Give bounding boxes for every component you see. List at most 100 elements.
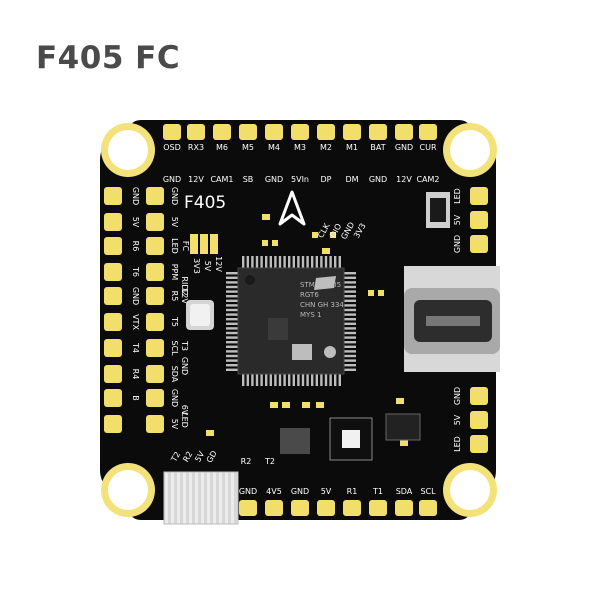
page-title: F405 FC: [36, 40, 181, 76]
solder-pad: [104, 339, 122, 357]
boot-button-icon[interactable]: [426, 192, 450, 228]
mcu-pin: [265, 256, 268, 268]
mcu-pin: [265, 374, 268, 386]
mcu-pin: [226, 308, 238, 312]
pad-label: M1: [346, 143, 358, 152]
solder-pad: [104, 287, 122, 305]
solder-pad: [265, 500, 283, 516]
top-pad-labels: OSDGNDRX312VM6CAM1M5SBM4GNDM35VInM2DPM1D…: [163, 143, 440, 184]
pad-label: GND: [180, 357, 189, 375]
mcu-pin: [344, 322, 356, 325]
mcu-pin: [226, 354, 238, 358]
mcu-pin: [315, 374, 318, 386]
top-pad-row: [163, 124, 437, 140]
solder-pad: [369, 124, 387, 140]
solder-pad: [343, 500, 361, 516]
mcu-pin: [226, 276, 238, 279]
pad-label: GND: [453, 235, 462, 253]
mcu-pin: [226, 368, 238, 371]
mcu-pin: [344, 299, 356, 302]
mcu-pin: [344, 276, 356, 279]
mcu-pin: [344, 285, 356, 289]
pad-label: LED: [453, 436, 462, 452]
pad-label: GND: [369, 175, 387, 184]
mcu-pin: [324, 256, 328, 268]
solder-pad: [146, 389, 164, 407]
mcu-pin: [344, 368, 356, 371]
mcu-pin: [255, 374, 259, 386]
mcu-pin: [301, 374, 305, 386]
mcu-pin: [292, 374, 295, 386]
pad-label: RID2: [180, 276, 189, 295]
mounting-hole-icon: [101, 123, 155, 177]
pad-label: SDA: [396, 487, 413, 496]
pad-label: R6: [131, 241, 140, 252]
pad-label: GND: [239, 487, 257, 496]
usb-c-port-icon[interactable]: [404, 266, 500, 372]
mcu-pin: [283, 256, 286, 268]
solder-pad: [470, 435, 488, 453]
right-pad-column: [470, 187, 488, 453]
pad-label: 5V: [131, 217, 140, 228]
pad-label: CAM1: [210, 175, 233, 184]
solder-pad: [470, 235, 488, 253]
mcu-pin: [274, 374, 277, 386]
pad-label: M5: [242, 143, 254, 152]
mcu-pin: [226, 336, 238, 339]
pad-label: LED: [180, 412, 189, 428]
pad-label: GND: [131, 287, 140, 305]
mcu-pin: [226, 290, 238, 293]
mcu-pin: [246, 256, 249, 268]
solder-pad: [470, 411, 488, 429]
solder-pad: [146, 237, 164, 255]
mcu-pin: [344, 364, 356, 367]
mcu-pin: [329, 374, 332, 386]
left-pad-columns: [104, 187, 164, 433]
mcu-pin: [226, 345, 238, 348]
pad-label: T3: [180, 340, 189, 351]
pad-label: GND: [163, 175, 181, 184]
solder-pad: [239, 124, 257, 140]
mounting-hole-icon: [101, 463, 155, 517]
solder-pad: [146, 213, 164, 231]
pad-label: R2: [241, 457, 252, 466]
mcu-pin: [311, 256, 314, 268]
pad-label: GND: [265, 175, 283, 184]
mcu-pin: [344, 345, 356, 348]
pad-label: 5V: [170, 419, 179, 430]
jst-connector: [163, 471, 239, 525]
pad-label: VTX: [131, 314, 140, 330]
pad-label: 5V: [453, 414, 462, 425]
solder-pad: [104, 187, 122, 205]
mcu-pin: [324, 374, 328, 386]
pad-label: 6V: [180, 405, 189, 416]
solder-pad: [291, 500, 309, 516]
mcu-pin: [311, 374, 314, 386]
pad-label: 12V: [188, 175, 204, 184]
solder-pad: [343, 124, 361, 140]
mounting-hole-icon: [443, 123, 497, 177]
pad-label: OSD: [163, 143, 181, 152]
solder-pad: [104, 213, 122, 231]
solder-pad: [187, 124, 205, 140]
mcu-label: RGT6: [300, 291, 319, 299]
pad-label: 12V: [180, 288, 189, 304]
mcu-pin: [278, 374, 282, 386]
solder-pad: [395, 124, 413, 140]
mcu-pin: [297, 374, 300, 386]
pad-label: GND: [453, 387, 462, 405]
mcu-pin: [344, 295, 356, 298]
pad-label: GND: [131, 187, 140, 205]
mcu-pin: [226, 272, 238, 275]
pad-label: 12V: [396, 175, 412, 184]
crystal-oscillator: [186, 300, 214, 330]
solder-pad: [265, 124, 283, 140]
mcu-pin: [274, 256, 277, 268]
pad-label: R5: [170, 291, 179, 302]
mcu-pin: [344, 354, 356, 358]
mcu-pin: [301, 256, 305, 268]
mcu-pin: [306, 374, 309, 386]
mcu-pin: [344, 308, 356, 312]
solder-pad: [395, 500, 413, 516]
